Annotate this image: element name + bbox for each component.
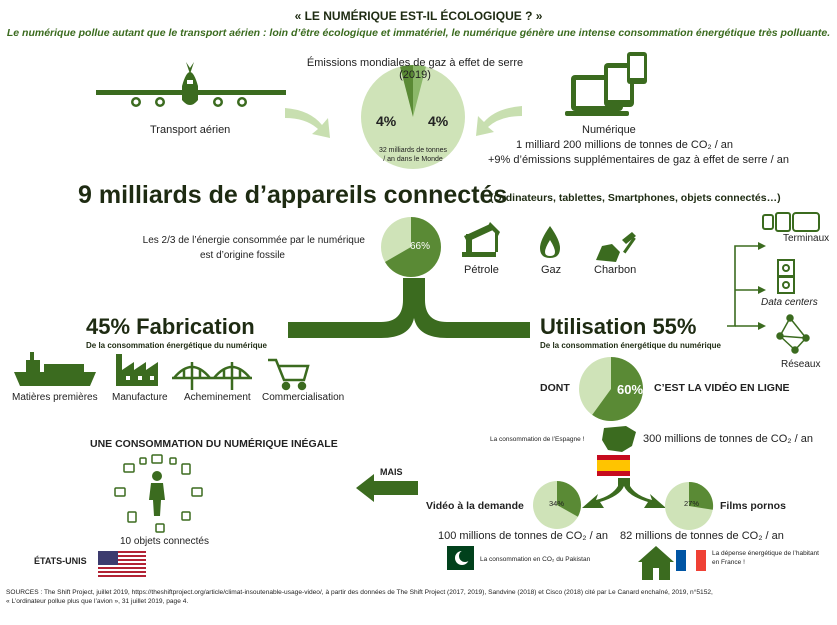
sources-line-2: « L’ordinateur pollue plus que l’avion »… xyxy=(6,598,189,605)
video-pie xyxy=(579,357,643,421)
utilisation-sub: De la consommation énergétique du numéri… xyxy=(540,341,721,350)
fossil-pie xyxy=(381,217,441,277)
arrow-right-curve-icon xyxy=(476,106,522,136)
sources-line-1: SOURCES : The Shift Project, juillet 201… xyxy=(6,589,713,596)
gas-flame-icon xyxy=(540,226,560,258)
vod-pie-slice xyxy=(557,481,581,517)
pakistan-flag-icon xyxy=(438,546,474,570)
espagne-value: 300 millions de tonnes de CO₂ / an xyxy=(643,433,813,445)
step-manufacture: Manufacture xyxy=(112,392,168,403)
porn-label: Films pornos xyxy=(720,500,786,512)
fossil-pie-slice xyxy=(385,217,441,277)
numerique-growth: +9% d’émissions supplémentaires de gaz à… xyxy=(488,154,789,166)
fork-connector xyxy=(288,278,530,338)
energy-line-2: est d’origine fossile xyxy=(199,250,285,261)
pakistan-label: La consommation en CO₂ du Pakistan xyxy=(480,556,591,563)
person-icon xyxy=(149,471,165,516)
bridge-icon xyxy=(172,362,252,390)
petrole-label: Pétrole xyxy=(464,264,499,276)
emissions-center-label-2: / an dans le Monde xyxy=(383,156,443,163)
fossil-pie-label: 66% xyxy=(410,241,431,252)
terminaux-label: Terminaux xyxy=(783,233,830,244)
porn-value: 82 millions de tonnes de CO₂ / an xyxy=(620,530,784,542)
page-title: « LE NUMÉRIQUE EST-IL ÉCOLOGIQUE ? » xyxy=(294,9,543,23)
mais-label: MAIS xyxy=(380,467,403,477)
mais-arrow-icon xyxy=(356,474,418,502)
usa-label: ÉTATS-UNIS xyxy=(34,556,87,566)
step-acheminement: Acheminement xyxy=(184,392,251,403)
france-label-2: en France ! xyxy=(712,559,745,566)
objects-label: 10 objets connectés xyxy=(120,536,209,547)
porn-pie-slice xyxy=(689,481,714,510)
airplane-icon xyxy=(96,62,286,107)
devices-icon xyxy=(565,52,647,116)
split-arrows-icon xyxy=(582,478,666,508)
emissions-pie xyxy=(361,64,465,169)
inequality-title: UNE CONSOMMATION DU NUMÉRIQUE INÉGALE xyxy=(90,438,338,450)
terminals-icon xyxy=(762,212,820,232)
network-branch xyxy=(727,245,760,327)
coal-icon xyxy=(596,232,636,262)
usa-flag-icon xyxy=(98,551,146,577)
emissions-title: Émissions mondiales de gaz à effet de se… xyxy=(306,57,524,81)
fabrication-title: 45% Fabrication xyxy=(86,314,255,339)
france-label-1: La dépense énergétique de l’habitant xyxy=(712,550,819,557)
energy-line-1: Les 2/3 de l’énergie consommée par le nu… xyxy=(142,235,365,246)
page-subtitle: Le numérique pollue autant que le transp… xyxy=(6,27,831,39)
video-pie-slice xyxy=(592,357,643,421)
sources: SOURCES : The Shift Project, juillet 201… xyxy=(6,588,832,606)
cart-icon xyxy=(268,358,310,391)
factory-icon xyxy=(116,354,158,386)
vod-pie-label: 34% xyxy=(549,499,565,508)
devices-headline: 9 milliards de d’appareils connectés xyxy=(78,181,508,209)
emissions-right-pct: 4% xyxy=(428,113,449,129)
fabrication-sub: De la consommation énergétique du numéri… xyxy=(86,341,267,350)
network-icon xyxy=(776,314,810,354)
charbon-label: Charbon xyxy=(594,264,637,276)
ship-icon xyxy=(14,352,96,386)
datacenter-icon xyxy=(777,259,795,294)
spain-map-icon xyxy=(602,426,636,452)
utilisation-title: Utilisation 55% xyxy=(540,314,697,339)
emissions-slice-transport xyxy=(400,64,413,117)
france-flag-icon xyxy=(676,550,706,571)
numerique-co2: 1 milliard 200 millions de tonnes de CO₂… xyxy=(516,139,734,151)
numerique-label: Numérique xyxy=(582,124,636,136)
step-commercialisation: Commercialisation xyxy=(262,392,345,403)
reseaux-label: Réseaux xyxy=(781,359,821,370)
devices-note: (Ordinateurs, tablettes, Smartphones, ob… xyxy=(490,192,781,204)
spain-flag-icon xyxy=(597,455,630,476)
emissions-slice-numerique xyxy=(413,64,426,117)
espagne-label: La consommation de l’Espagne ! xyxy=(490,436,585,443)
vod-value: 100 millions de tonnes de CO₂ / an xyxy=(438,530,608,542)
porn-pie-label: 27% xyxy=(684,499,700,508)
step-matieres: Matières premières xyxy=(12,392,98,403)
transport-label: Transport aérien xyxy=(150,124,231,136)
vod-pie xyxy=(533,481,581,529)
video-label: C’EST LA VIDÉO EN LIGNE xyxy=(654,382,790,394)
video-pie-label: 60% xyxy=(617,382,644,397)
vod-label: Vidéo à la demande xyxy=(426,500,524,512)
house-icon xyxy=(638,546,674,580)
oil-pump-icon xyxy=(462,222,500,257)
connected-objects-ring xyxy=(114,454,203,533)
emissions-left-pct: 4% xyxy=(376,113,397,129)
emissions-center-label-1: 32 milliards de tonnes xyxy=(378,147,448,154)
dont-label: DONT xyxy=(540,382,570,394)
porn-pie xyxy=(665,481,714,530)
gaz-label: Gaz xyxy=(541,264,562,276)
datacenters-label: Data centers xyxy=(761,297,818,308)
arrow-left-curve-icon xyxy=(285,108,330,138)
